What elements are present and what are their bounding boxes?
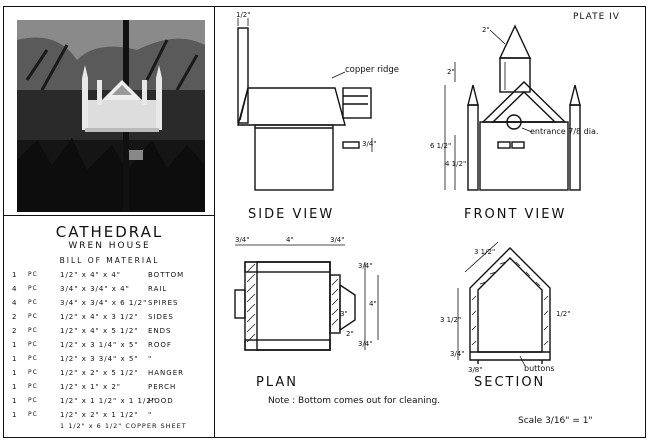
- bill-qty: 1: [12, 355, 18, 363]
- bill-size: 1/2" x 4" x 4": [60, 271, 122, 279]
- house-title: CATHEDRAL: [55, 223, 164, 241]
- bill-qty: 1: [12, 383, 18, 391]
- bill-qty: 4: [12, 299, 18, 307]
- dim-plan-r1: 3/4": [358, 262, 373, 270]
- hatching: [246, 261, 549, 346]
- plan-label: PLAN: [256, 375, 298, 390]
- technical-drawings: [234, 18, 581, 367]
- bill-part: SPIRES: [148, 299, 179, 307]
- bill-unit: PC: [28, 271, 38, 278]
- plan-drawing: [234, 244, 379, 351]
- bill-part: SIDES: [148, 313, 174, 321]
- entrance-callout: entrance 7/8 dia.: [530, 127, 599, 136]
- bill-qty: 1: [12, 397, 18, 405]
- bill-part: ROOF: [148, 341, 172, 349]
- dim-front-spire: 2": [482, 26, 490, 34]
- bill-unit: PC: [28, 341, 38, 348]
- left-panel-divider: [3, 6, 215, 438]
- dim-plan-inner: 2": [346, 330, 354, 338]
- dim-section-side: 1/2": [556, 310, 571, 318]
- dim-section-height: 3 1/2": [440, 316, 462, 324]
- bill-heading: BILL OF MATERIAL: [59, 256, 160, 265]
- bill-unit: PC: [28, 313, 38, 320]
- bill-unit: PC: [28, 355, 38, 362]
- bill-size: 1/2" x 2" x 1 1/2": [60, 411, 139, 419]
- dim-front-total: 6 1/2": [430, 142, 452, 150]
- section-label: SECTION: [474, 375, 546, 390]
- bill-part: ": [148, 411, 153, 419]
- dim-front-lower: 4 1/2": [445, 160, 467, 168]
- bill-size: 3/4" x 3/4" x 4": [60, 285, 130, 293]
- bill-unit: PC: [28, 397, 38, 404]
- bill-part: HOOD: [148, 397, 174, 405]
- dim-front-gable: 2": [447, 68, 455, 76]
- dim-plan-small: 3": [340, 310, 348, 318]
- bill-qty: 2: [12, 327, 18, 335]
- left-panel-split: [3, 215, 215, 216]
- buttons-callout: buttons: [524, 364, 555, 373]
- bill-qty: 1: [12, 411, 18, 419]
- house-subtitle: WREN HOUSE: [68, 241, 151, 251]
- front-view-label: FRONT VIEW: [464, 207, 567, 222]
- dim-section-bottom: 3/4": [450, 350, 465, 358]
- bill-qty: 4: [12, 285, 18, 293]
- bill-qty: 1: [12, 369, 18, 377]
- dim-plan-width: 4": [286, 236, 294, 244]
- scale-note: Scale 3/16" = 1": [518, 416, 593, 426]
- bill-part: HANGER: [148, 369, 184, 377]
- dim-section-base: 3/8": [468, 366, 483, 374]
- bill-part: BOTTOM: [148, 271, 185, 279]
- bill-size: 1/2" x 2" x 5 1/2": [60, 369, 139, 377]
- dim-plan-r3: 3/4": [358, 340, 373, 348]
- bill-unit: PC: [28, 383, 38, 390]
- side-view-drawing: [237, 18, 373, 191]
- bill-size: 1/2" x 4" x 3 1/2": [60, 313, 139, 321]
- bill-qty: 1: [12, 341, 18, 349]
- bill-part: ENDS: [148, 327, 172, 335]
- bill-size: 3/4" x 3/4" x 6 1/2": [60, 299, 148, 307]
- dim-side-perch: 3/4": [362, 140, 377, 148]
- bill-part: RAIL: [148, 285, 168, 293]
- front-view-drawing: [444, 24, 581, 191]
- dim-plan-left: 3/4": [235, 236, 250, 244]
- dim-plan-r2: 4": [369, 300, 377, 308]
- plate-number: PLATE IV: [573, 12, 620, 22]
- copper-ridge-callout: copper ridge: [345, 65, 399, 75]
- dim-plan-right: 3/4": [330, 236, 345, 244]
- bill-qty: 2: [12, 313, 18, 321]
- bill-unit: PC: [28, 299, 38, 306]
- bill-size: 1/2" x 1" x 2": [60, 383, 122, 391]
- outer-border: [3, 6, 646, 438]
- side-view-label: SIDE VIEW: [248, 207, 335, 222]
- bill-size: 1/2" x 1 1/2" x 1 1/2": [60, 397, 156, 405]
- birdhouse-photo: [17, 20, 205, 212]
- bill-copper-sheet: 1 1/2" x 6 1/2" COPPER SHEET: [60, 422, 187, 430]
- bill-unit: PC: [28, 327, 38, 334]
- bill-size: 1/2" x 3 1/4" x 5": [60, 341, 139, 349]
- section-drawing: [457, 241, 551, 367]
- bill-part: PERCH: [148, 383, 177, 391]
- bill-size: 1/2" x 3 3/4" x 5": [60, 355, 139, 363]
- bill-part: ": [148, 355, 153, 363]
- bill-unit: PC: [28, 411, 38, 418]
- bill-unit: PC: [28, 369, 38, 376]
- dim-section-roof: 3 1/2": [474, 248, 496, 256]
- bill-unit: PC: [28, 285, 38, 292]
- cleaning-note: Note : Bottom comes out for cleaning.: [268, 396, 441, 406]
- dim-side-top: 1/2": [236, 11, 251, 19]
- bill-qty: 1: [12, 271, 18, 279]
- bill-size: 1/2" x 4" x 5 1/2": [60, 327, 139, 335]
